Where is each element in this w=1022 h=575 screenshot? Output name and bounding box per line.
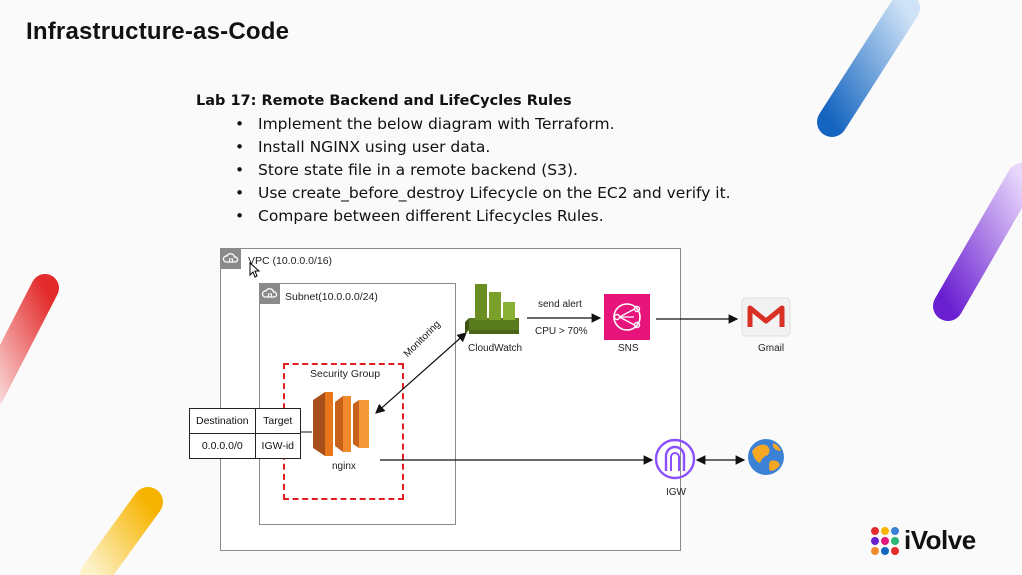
vpc-cloud-icon — [221, 249, 241, 269]
lab-bullet: Store state file in a remote backend (S3… — [196, 159, 731, 182]
cloudwatch-icon — [465, 284, 519, 334]
lab-bullet: Compare between different Lifecycles Rul… — [196, 205, 731, 228]
igw-label: IGW — [666, 487, 686, 498]
lab-bullet: Use create_before_destroy Lifecycle on t… — [196, 182, 731, 205]
security-group-label: Security Group — [310, 368, 381, 380]
subnet-cloud-icon — [260, 284, 280, 304]
lab-bullet-list: Implement the below diagram with Terrafo… — [196, 113, 731, 228]
ec2-icon — [313, 392, 369, 456]
sns-label: SNS — [618, 343, 639, 354]
gmail-icon — [741, 297, 791, 337]
send-alert-label: send alert — [538, 299, 582, 310]
lab-title: Lab 17: Remote Backend and LifeCycles Ru… — [196, 93, 572, 109]
lab-bullet: Implement the below diagram with Terrafo… — [196, 113, 731, 136]
ec2-label: nginx — [332, 461, 356, 472]
mouse-cursor-icon — [249, 261, 261, 278]
route-table-header: Target — [254, 408, 302, 434]
ivolve-logo-icon — [871, 526, 899, 555]
route-table-cell: IGW-id — [254, 433, 302, 459]
sns-icon — [604, 294, 650, 340]
cloudwatch-label: CloudWatch — [468, 343, 523, 354]
internet-globe-icon — [748, 439, 784, 475]
ivolve-logo-text: iVolve — [904, 525, 976, 555]
gmail-label: Gmail — [758, 343, 785, 354]
ivolve-logo: iVolve — [870, 525, 976, 556]
subnet-label: Subnet(10.0.0.0/24) — [285, 291, 378, 303]
lab-instructions: Lab 17: Remote Backend and LifeCycles Ru… — [196, 93, 731, 228]
cpu-threshold-label: CPU > 70% — [535, 326, 588, 337]
route-table-cell: 0.0.0.0/0 — [189, 433, 256, 459]
route-table: Destination Target 0.0.0.0/0 IGW-id — [189, 408, 302, 459]
vpc-label: VPC (10.0.0.0/16) — [248, 255, 333, 267]
lab-bullet: Install NGINX using user data. — [196, 136, 731, 159]
igw-icon — [654, 438, 696, 480]
slide-title: Infrastructure-as-Code — [26, 18, 290, 45]
edge-ec2-cloudwatch — [375, 332, 467, 414]
